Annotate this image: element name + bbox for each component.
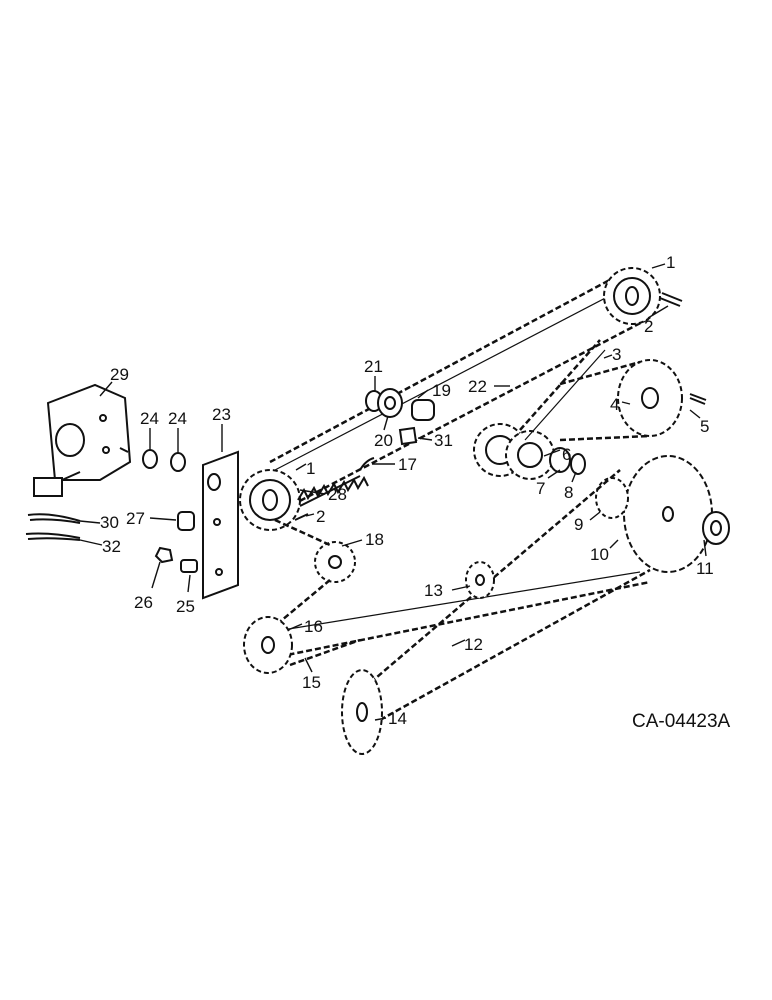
callout-7: 7 xyxy=(536,479,545,498)
callout-4: 4 xyxy=(610,395,619,414)
bar-23 xyxy=(202,450,239,600)
washer-11 xyxy=(702,511,730,545)
callout-12: 12 xyxy=(464,635,483,654)
callout-21: 21 xyxy=(364,357,383,376)
chain-12 xyxy=(261,469,651,722)
callout-17: 17 xyxy=(398,455,417,474)
clip-31 xyxy=(398,426,418,446)
bolt-25 xyxy=(180,559,198,573)
callout-22: 22 xyxy=(468,377,487,396)
callout-8: 8 xyxy=(564,483,573,502)
callout-18: 18 xyxy=(365,530,384,549)
sprocket-1-left xyxy=(239,469,301,531)
bearing-20 xyxy=(377,388,403,418)
washers-30-32 xyxy=(25,513,81,541)
callout-10: 10 xyxy=(590,545,609,564)
sprocket-13 xyxy=(465,561,495,599)
drawing-code: CA-04423A xyxy=(632,711,731,732)
chain-4-loop xyxy=(559,360,651,442)
sprocket-10 xyxy=(623,455,713,573)
callout-1-top: 1 xyxy=(666,253,675,272)
callout-28: 28 xyxy=(328,485,347,504)
pin-5 xyxy=(689,393,707,405)
spring-28 xyxy=(297,457,375,507)
bracket-plate-29 xyxy=(33,383,132,497)
nut-26 xyxy=(154,546,174,564)
chain-3 xyxy=(519,339,606,441)
callout-5: 5 xyxy=(700,417,709,436)
callout-29: 29 xyxy=(110,365,129,384)
callout-16: 16 xyxy=(304,617,323,636)
callout-26: 26 xyxy=(134,593,153,612)
pin-2-lower xyxy=(294,513,309,521)
sprocket-1-top xyxy=(603,267,661,325)
callout-24-left: 24 xyxy=(140,409,159,428)
callout-14: 14 xyxy=(388,709,407,728)
callout-3: 3 xyxy=(612,345,621,364)
leader-lines xyxy=(79,263,707,721)
chain-upper xyxy=(269,266,651,507)
callout-6: 6 xyxy=(562,445,571,464)
sprocket-14 xyxy=(341,669,383,755)
callout-13: 13 xyxy=(424,581,443,600)
spacer-27 xyxy=(177,511,195,531)
callout-27: 27 xyxy=(126,509,145,528)
sprocket-4 xyxy=(617,359,683,437)
pin-2-top xyxy=(659,292,683,307)
callout-24-right: 24 xyxy=(168,409,187,428)
callout-1-left: 1 xyxy=(306,459,315,478)
bushings-24 xyxy=(142,449,186,472)
callout-11: 11 xyxy=(696,559,714,578)
callout-23: 23 xyxy=(212,405,231,424)
callout-30: 30 xyxy=(100,513,119,532)
washer-8 xyxy=(570,453,586,475)
sprocket-18 xyxy=(314,541,356,583)
bearing-7 xyxy=(549,447,571,473)
callout-32: 32 xyxy=(102,537,121,556)
callout-15: 15 xyxy=(302,673,321,692)
callout-2-lower: 2 xyxy=(316,507,325,526)
callout-20: 20 xyxy=(374,431,393,450)
spacer-19 xyxy=(411,399,435,421)
callout-2-top: 2 xyxy=(644,317,653,336)
sprocket-9 xyxy=(595,477,629,519)
callout-25: 25 xyxy=(176,597,195,616)
callout-19: 19 xyxy=(432,381,451,400)
callout-31: 31 xyxy=(434,431,453,450)
sprocket-16 xyxy=(243,616,293,674)
callout-9: 9 xyxy=(574,515,583,534)
